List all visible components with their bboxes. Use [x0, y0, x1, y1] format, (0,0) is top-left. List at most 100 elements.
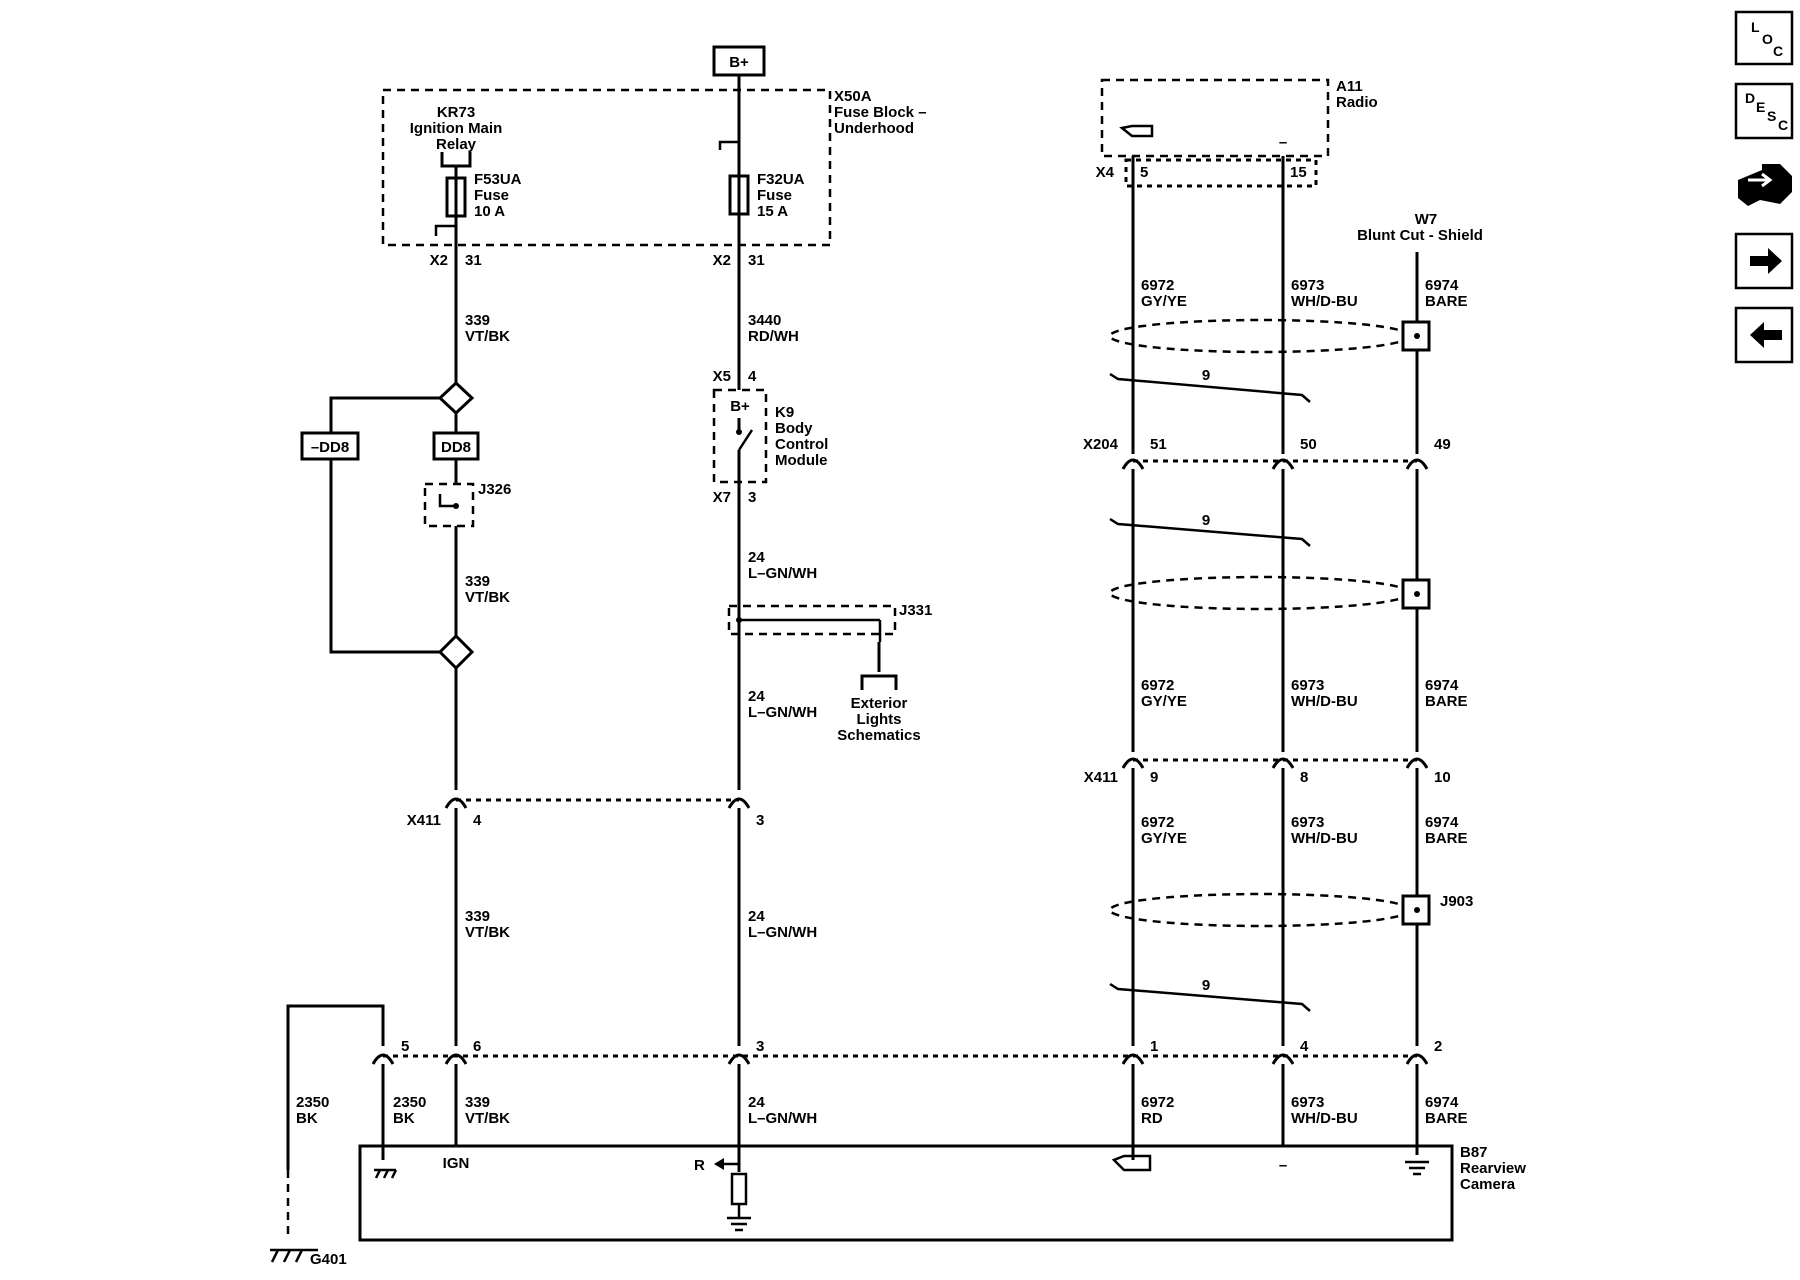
wire-6974-color-1: BARE	[1425, 293, 1468, 310]
x2-right-pin: 31	[748, 252, 765, 269]
x204-pin-1: 51	[1150, 436, 1167, 453]
wire-24-num-2: 24	[748, 688, 765, 705]
radio-boundary	[1100, 78, 1330, 158]
x2-left-conn: X2	[430, 252, 448, 269]
bottom-pin-3: 3	[756, 1038, 764, 1055]
wire-6974-color-4: BARE	[1425, 1110, 1468, 1127]
loc-letter-l: L	[1751, 19, 1760, 35]
wire-2350-color-2: BK	[393, 1110, 415, 1127]
shield-name: Blunt Cut - Shield	[1357, 227, 1483, 244]
next-page-button[interactable]	[1734, 232, 1794, 290]
bcm-name-3: Module	[775, 452, 828, 469]
x204-pin-2: 50	[1300, 436, 1317, 453]
wire-24-num-4: 24	[748, 1094, 765, 1111]
shield-ellipse-3	[1108, 892, 1412, 928]
location-button[interactable]: L O C	[1734, 10, 1794, 66]
radio-conn: X4	[1096, 164, 1115, 181]
ground-g401-symbol	[270, 1248, 318, 1263]
camera-ref: B87	[1460, 1144, 1488, 1161]
splice-j326-box	[423, 482, 475, 528]
camera-module-box	[358, 1144, 1454, 1242]
wire-6973-num-3: 6973	[1291, 814, 1324, 831]
exterior-line-2: Lights	[857, 711, 902, 728]
camera-shield-ground-symbol	[1405, 1160, 1429, 1176]
camera-resistor-symbol	[730, 1172, 748, 1206]
option-join-bottom	[437, 633, 475, 671]
splice-j903-label: J903	[1440, 893, 1473, 910]
wire-24-color-2: L–GN/WH	[748, 704, 817, 721]
x411-left-pin-2: 3	[756, 812, 764, 829]
wire-6972-num-3: 6972	[1141, 814, 1174, 831]
wire-6973-color-2: WH/D-BU	[1291, 693, 1358, 710]
arrow-right-icon	[1750, 248, 1782, 274]
wire-6974-color-2: BARE	[1425, 693, 1468, 710]
wire-2350-num-1: 2350	[296, 1094, 329, 1111]
description-button[interactable]: D E S C	[1734, 82, 1794, 140]
x2-right-conn: X2	[713, 252, 731, 269]
bcm-ref: K9	[775, 404, 794, 421]
shield-ref: W7	[1415, 211, 1438, 228]
wire-6973-num-1: 6973	[1291, 277, 1324, 294]
wire-6972-num-1: 6972	[1141, 277, 1174, 294]
bottom-pin-5: 4	[1300, 1038, 1309, 1055]
description-button-frame	[1734, 82, 1794, 140]
wire-339-color-2: VT/BK	[465, 589, 510, 606]
fuse-f53-type: Fuse	[474, 187, 509, 204]
wire-24-color-3: L–GN/WH	[748, 924, 817, 941]
bcm-name-1: Body	[775, 420, 813, 437]
splice-j326-symbol	[438, 494, 456, 508]
repair-procedure-button[interactable]	[1738, 164, 1792, 206]
x411-right-conn: X411	[1084, 769, 1118, 786]
camera-minus: –	[1279, 1157, 1287, 1174]
x204-conn: X204	[1083, 436, 1119, 453]
fuse-block-name-2: Underhood	[834, 120, 914, 137]
fuse-f32-ref: F32UA	[757, 171, 805, 188]
wire-339-color-3: VT/BK	[465, 924, 510, 941]
option-branch-top	[329, 396, 440, 433]
shield-ellipse-1	[1108, 318, 1412, 354]
fuse-f53-rating: 10 A	[474, 203, 505, 220]
wire-24-color-4: L–GN/WH	[748, 1110, 817, 1127]
ground-ref: G401	[310, 1251, 347, 1268]
radio-minus: –	[1279, 134, 1287, 151]
radio-video-symbol	[1119, 124, 1154, 138]
wire-339-color-4: VT/BK	[465, 1110, 510, 1127]
wire-6973-color-3: WH/D-BU	[1291, 830, 1358, 847]
twist-2: 9	[1202, 512, 1210, 529]
x411-left-pin-1: 4	[473, 812, 482, 829]
x411-right-pin-3: 10	[1434, 769, 1451, 786]
shield-ellipse-2	[1108, 575, 1412, 611]
wire-2350-color-1: BK	[296, 1110, 318, 1127]
wire-6972-color-end: RD	[1141, 1110, 1163, 1127]
wire-6974-color-3: BARE	[1425, 830, 1468, 847]
fuse-f32-type: Fuse	[757, 187, 792, 204]
fuse-block-ref: X50A	[834, 88, 872, 105]
wire-6974-num-4: 6974	[1425, 1094, 1459, 1111]
camera-name-1: Rearview	[1460, 1160, 1526, 1177]
desc-letter-e: E	[1756, 99, 1765, 115]
fuse-f32-rating: 15 A	[757, 203, 788, 220]
ground-wire-2350	[286, 1004, 385, 1170]
wire-24-num-1: 24	[748, 549, 765, 566]
wire-2350-num-2: 2350	[393, 1094, 426, 1111]
previous-page-button[interactable]	[1734, 306, 1794, 364]
wire-339-num-3: 339	[465, 908, 490, 925]
wire-6972-color-3: GY/YE	[1141, 830, 1187, 847]
bcm-conn-out: X7	[713, 489, 731, 506]
radio-x4-connector	[1124, 158, 1318, 188]
x2-left-pin: 31	[465, 252, 482, 269]
wire-24-num-3: 24	[748, 908, 765, 925]
splice-j331-label: J331	[899, 602, 932, 619]
exterior-line-1: Exterior	[851, 695, 908, 712]
option-split-top	[437, 380, 475, 416]
option-dd8: DD8	[441, 439, 471, 456]
exterior-lights-connector	[860, 674, 898, 690]
camera-ign: IGN	[443, 1155, 470, 1172]
wire-24-color-1: L–GN/WH	[748, 565, 817, 582]
camera-name-2: Camera	[1460, 1176, 1516, 1193]
camera-r-ground-symbol	[727, 1216, 751, 1232]
option-branch-bottom	[329, 459, 440, 654]
loc-letter-c: C	[1773, 43, 1783, 59]
relay-ref: KR73	[437, 104, 475, 121]
